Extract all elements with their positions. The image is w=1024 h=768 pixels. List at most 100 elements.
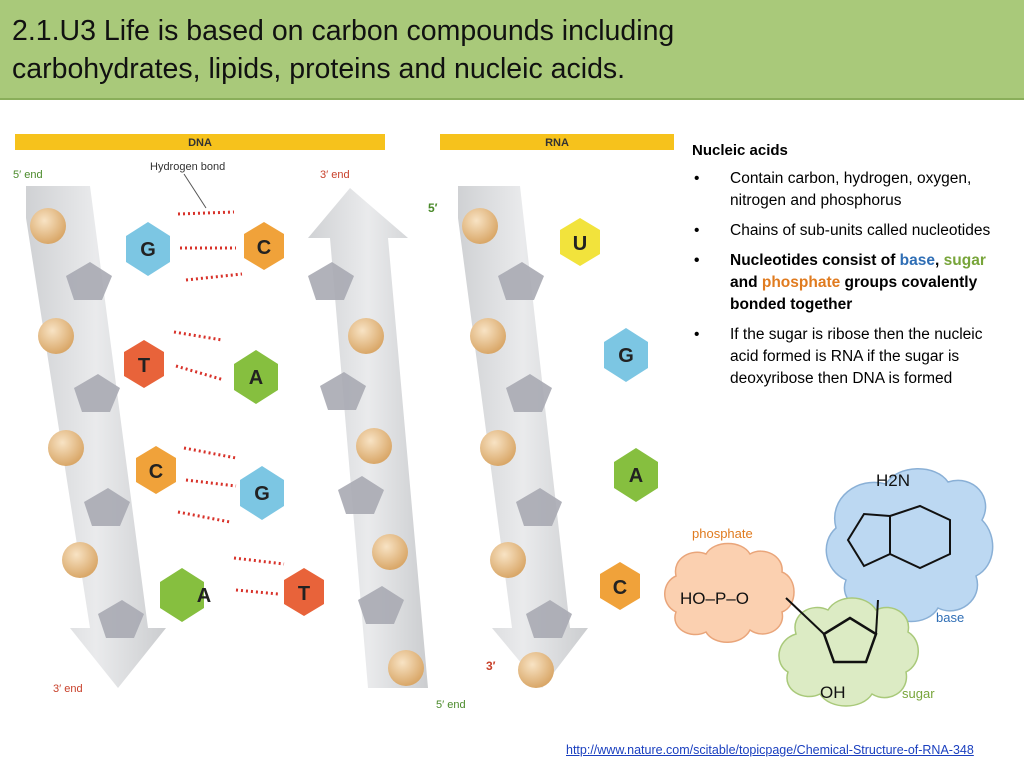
note-text: Contain carbon, hydrogen, oxygen, nitrog… bbox=[730, 170, 972, 209]
base-letter: C bbox=[613, 577, 627, 599]
nucleotide-diagram: H2N OH HO–P–O phosphate base sugar bbox=[664, 468, 994, 707]
rna-three-prime-label: 3′ bbox=[486, 659, 496, 673]
phosphate-group bbox=[480, 430, 516, 466]
dna-header-label: DNA bbox=[188, 137, 212, 149]
base-letter: C bbox=[149, 461, 163, 483]
bullet-icon: • bbox=[694, 252, 700, 269]
hydrogen-bond-line bbox=[235, 588, 279, 596]
phosphate-group bbox=[372, 534, 408, 570]
bullet-icon: • bbox=[694, 170, 700, 187]
base-ring bbox=[244, 222, 284, 270]
phosphate-group bbox=[490, 542, 526, 578]
base-ring bbox=[604, 328, 648, 382]
base-ring bbox=[234, 350, 278, 404]
sugar-pentagon bbox=[526, 600, 572, 638]
sugar-pentagon bbox=[338, 476, 384, 514]
base-letter: G bbox=[254, 483, 270, 505]
dna-base-pair-4: A T bbox=[160, 556, 324, 622]
slide-title-line2: carbohydrates, lipids, proteins and nucl… bbox=[12, 53, 626, 85]
keyword-sugar: sugar bbox=[943, 252, 986, 269]
keyword-base: base bbox=[899, 252, 936, 269]
note-text-part: Nucleotides consist of bbox=[730, 252, 900, 269]
dna-five-prime-end-bottom-label: 5′ end bbox=[436, 699, 466, 711]
base-letter: T bbox=[138, 355, 150, 377]
phosphate-group bbox=[30, 208, 66, 244]
sugar-pentagon bbox=[358, 586, 404, 624]
adenine-structure bbox=[846, 504, 951, 570]
dna-five-prime-end-label: 5′ end bbox=[13, 169, 43, 181]
base-letter: C bbox=[257, 237, 271, 259]
note-text-part: groups covalently bonded together bbox=[730, 274, 978, 313]
sugar-pentagon bbox=[98, 600, 144, 638]
sugar-pentagon bbox=[84, 488, 130, 526]
hydrogen-bond-line bbox=[177, 210, 235, 216]
base-letter: A bbox=[197, 585, 211, 607]
base-letter: T bbox=[298, 583, 310, 605]
base-letter: G bbox=[618, 345, 634, 367]
hydrogen-bond-line bbox=[233, 556, 285, 566]
base-ring bbox=[600, 562, 640, 610]
bullet-icon: • bbox=[694, 326, 700, 343]
sugar-cloud bbox=[778, 597, 919, 707]
dna-three-prime-end-bottom-label: 3′ end bbox=[53, 683, 83, 695]
base-label: base bbox=[936, 610, 964, 625]
keyword-phosphate: phosphate bbox=[761, 274, 841, 291]
hydrogen-bond-line bbox=[185, 272, 243, 282]
ribose-ring bbox=[822, 616, 878, 664]
phosphate-formula: HO–P–O bbox=[680, 589, 749, 608]
base-ring bbox=[160, 568, 204, 622]
phosphate-group bbox=[462, 208, 498, 244]
base-letter: A bbox=[629, 465, 643, 487]
note-bullet-2: • Chains of sub-units called nucleotides bbox=[692, 220, 1012, 242]
hydrogen-bond-label: Hydrogen bond bbox=[150, 161, 225, 173]
note-text: Chains of sub-units called nucleotides bbox=[730, 222, 991, 239]
rna-header-label: RNA bbox=[545, 137, 569, 149]
hydrogen-bond-line bbox=[177, 510, 231, 524]
note-bullet-3: • Nucleotides consist of base, sugar and… bbox=[692, 250, 1012, 316]
base-ring bbox=[614, 448, 658, 502]
rna-bases: U G A C bbox=[560, 218, 658, 610]
oh-label: OH bbox=[820, 683, 846, 702]
slide-title: 2.1.U3 Life is based on carbon compounds… bbox=[12, 12, 1010, 88]
base-ring bbox=[126, 222, 170, 276]
phosphate-label: phosphate bbox=[692, 526, 753, 541]
rna-strand-arrow bbox=[458, 186, 588, 688]
slide-title-bar: 2.1.U3 Life is based on carbon compounds… bbox=[0, 0, 1024, 100]
note-bullet-1: • Contain carbon, hydrogen, oxygen, nitr… bbox=[692, 168, 1012, 212]
phosphate-group bbox=[48, 430, 84, 466]
sugar-pentagon bbox=[506, 374, 552, 412]
sugar-pentagon bbox=[74, 374, 120, 412]
nh2-label: H2N bbox=[876, 471, 910, 490]
base-ring bbox=[136, 446, 176, 494]
note-text-part: , bbox=[935, 252, 944, 269]
hydrogen-bond-line bbox=[185, 478, 237, 488]
base-ring bbox=[284, 568, 324, 616]
dna-header-bar bbox=[15, 134, 385, 150]
rna-backbone bbox=[462, 208, 572, 688]
sugar-label: sugar bbox=[902, 686, 935, 701]
dna-left-strand-arrow bbox=[26, 186, 166, 688]
sugar-pentagon bbox=[320, 372, 366, 410]
source-link[interactable]: http://www.nature.com/scitable/topicpage… bbox=[566, 743, 974, 757]
hydrogen-bond-line bbox=[175, 364, 225, 382]
sugar-pentagon bbox=[66, 262, 112, 300]
note-text-part: and bbox=[730, 274, 762, 291]
dna-rna-structure-diagram: DNA RNA 5′ end 3′ end 3′ end 5′ end 5′ 3… bbox=[13, 134, 674, 711]
rna-five-prime-label: 5′ bbox=[428, 201, 438, 215]
slide-title-line1: 2.1.U3 Life is based on carbon compounds… bbox=[12, 15, 675, 47]
hydrogen-bond-line bbox=[173, 330, 223, 342]
base-ring bbox=[560, 218, 600, 266]
phosphate-cloud bbox=[664, 542, 795, 643]
rna-header-bar bbox=[440, 134, 674, 150]
sugar-pentagon bbox=[308, 262, 354, 300]
phosphate-group bbox=[470, 318, 506, 354]
phosphate-group bbox=[356, 428, 392, 464]
base-letter: G bbox=[140, 239, 156, 261]
base-letter: U bbox=[573, 233, 587, 255]
notes-list: • Contain carbon, hydrogen, oxygen, nitr… bbox=[692, 168, 1012, 390]
dna-three-prime-end-top-label: 3′ end bbox=[320, 169, 350, 181]
phosphate-group bbox=[518, 652, 554, 688]
base-ring bbox=[240, 466, 284, 520]
note-bullet-4: • If the sugar is ribose then the nuclei… bbox=[692, 324, 1012, 390]
phosphate-group bbox=[62, 542, 98, 578]
